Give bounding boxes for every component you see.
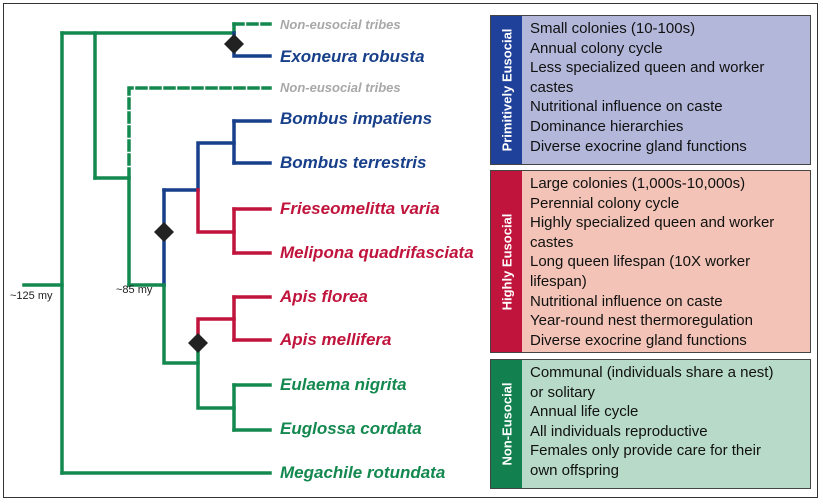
branch-bombus-meliponini-top	[162, 141, 236, 192]
trait-item: Small colonies (10-100s)	[530, 20, 696, 37]
taxon-melipona-quadrifasciata: Melipona quadrifasciata	[280, 243, 474, 262]
taxon-bombus-terrestris: Bombus terrestris	[280, 153, 426, 172]
trait-item: castes	[530, 78, 574, 96]
branch-euglossini-stem	[196, 341, 236, 410]
tribe-label-upper: Non-eusocial tribes	[280, 17, 401, 32]
age-label-root: ~125 my	[10, 290, 53, 302]
eusociality-origin-marker-exoneura	[224, 34, 244, 54]
trait-item: Communal (individuals share a nest)	[530, 364, 774, 381]
taxon-apis-mellifera: Apis mellifera	[279, 330, 392, 349]
trait-item: Diverse exocrine gland functions	[530, 331, 747, 349]
branch-corbiculate-vertical-lower	[162, 283, 200, 365]
branch-upper-clade	[60, 31, 97, 180]
taxon-euglossa-cordata: Euglossa cordata	[280, 419, 422, 438]
eusociality-origin-marker-corbiculate	[154, 222, 174, 242]
trait-item: Annual life cycle	[530, 403, 639, 421]
trait-item: lifespan)	[530, 272, 587, 290]
trait-item: Less specialized queen and worker	[530, 59, 765, 77]
taxon-bombus-impatiens: Bombus impatiens	[280, 109, 432, 128]
trait-item: own offspring	[530, 461, 619, 479]
trait-item: Annual colony cycle	[530, 39, 663, 57]
trait-item: Females only provide care for their	[530, 442, 761, 460]
phylogenetic-tree: Non-eusocial tribes Non-eusocial tribes …	[10, 17, 474, 482]
branch-inner-clade	[93, 176, 131, 287]
trait-item: or solitary	[530, 383, 596, 401]
panel-highly-eusocial: Highly Eusocial Large colonies (1,000s-1…	[490, 170, 811, 353]
panel-side-label: Primitively Eusocial	[491, 16, 522, 164]
trait-item: Highly specialized queen and worker	[530, 214, 775, 232]
eusociality-origin-marker-apis	[188, 333, 208, 353]
taxon-eulaema-nigrita: Eulaema nigrita	[280, 375, 407, 394]
trait-list: Small colonies (10-100s) Annual colony c…	[491, 16, 810, 156]
taxon-megachile-rotundata: Megachile rotundata	[280, 463, 445, 482]
trait-item: Diverse exocrine gland functions	[530, 137, 747, 155]
panel-side-label: Highly Eusocial	[491, 171, 522, 352]
trait-item: castes	[530, 233, 574, 251]
trait-item: Large colonies (1,000s-10,000s)	[530, 175, 746, 192]
trait-item: Dominance hierarchies	[530, 117, 684, 135]
panel-non-eusocial: Non-Eusocial Communal (individuals share…	[490, 359, 811, 489]
taxon-frieseomelitta-varia: Frieseomelitta varia	[280, 199, 440, 218]
trait-item: All individuals reproductive	[530, 422, 708, 440]
trait-item: Long queen lifespan (10X worker	[530, 253, 751, 271]
trait-list: Large colonies (1,000s-10,000s) Perennia…	[491, 171, 810, 350]
branch-meliponini-stem	[196, 188, 236, 234]
trait-list: Communal (individuals share a nest) or s…	[491, 360, 810, 481]
panel-side-label: Non-Eusocial	[491, 360, 522, 488]
age-label-inner: ~85 my	[116, 284, 153, 296]
taxon-exoneura-robusta: Exoneura robusta	[280, 47, 425, 66]
trait-item: Nutritional influence on caste	[530, 98, 723, 116]
tribe-label-lower: Non-eusocial tribes	[280, 80, 401, 95]
trait-item: Perennial colony cycle	[530, 194, 680, 212]
panel-primitively-eusocial: Primitively Eusocial Small colonies (10-…	[490, 15, 811, 165]
figure-frame	[3, 3, 818, 498]
trait-item: Year-round nest thermoregulation	[530, 312, 753, 330]
trait-item: Nutritional influence on caste	[530, 292, 723, 310]
taxon-apis-florea: Apis florea	[279, 287, 368, 306]
branch-tribe-lower	[127, 86, 272, 180]
